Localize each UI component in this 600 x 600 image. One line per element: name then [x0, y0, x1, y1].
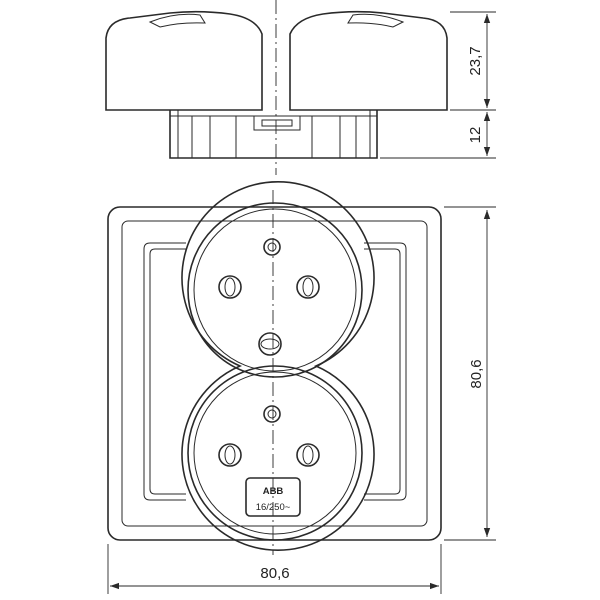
- socket-lower: [187, 365, 363, 541]
- side-clip-left: [148, 13, 206, 28]
- socket-upper: [187, 202, 363, 378]
- side-view: [105, 10, 448, 159]
- lower-holes: [218, 405, 320, 467]
- hole-lower-top: [263, 405, 281, 423]
- front-view: ABB 16/250~: [107, 181, 442, 551]
- side-terminal: [253, 115, 301, 131]
- side-clip-right: [347, 13, 405, 28]
- center-lines: [272, 0, 277, 555]
- dim-label-side-top: 23,7: [467, 46, 484, 75]
- upper-holes: [218, 238, 320, 356]
- front-dimensions: 80,6 80,6: [107, 206, 496, 594]
- side-base: [169, 110, 378, 159]
- hole-lower-left: [218, 443, 242, 467]
- dim-label-front-width: 80,6: [260, 565, 289, 582]
- hole-upper-right: [296, 275, 320, 299]
- hole-lower-right: [296, 443, 320, 467]
- side-cover-right: [289, 10, 448, 111]
- slot-left: [143, 242, 186, 501]
- slot-right: [364, 242, 407, 501]
- dim-label-front-height: 80,6: [468, 359, 485, 388]
- hole-upper-left: [218, 275, 242, 299]
- side-dimensions: 23,7 12: [380, 11, 496, 159]
- hole-upper-top: [263, 238, 281, 256]
- dim-label-side-bottom: 12: [467, 127, 484, 144]
- side-cover-left: [105, 10, 263, 111]
- frame-inner: [121, 220, 428, 527]
- hole-upper-bottom: [258, 332, 282, 356]
